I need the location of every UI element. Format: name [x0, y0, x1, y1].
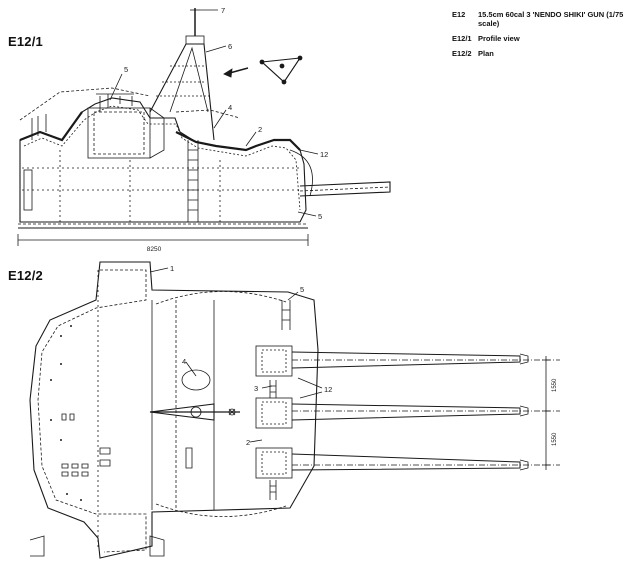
callout-plan: 3: [254, 384, 258, 393]
legend-code: E12/2: [452, 49, 472, 58]
callout-profile: 5: [124, 65, 128, 74]
legend-code: E12: [452, 10, 466, 19]
callout-profile: 6: [228, 42, 232, 51]
callout-profile: 7: [221, 6, 225, 15]
legend-row: E12/2 Plan: [452, 49, 637, 58]
legend-text: 15.5cm 60cal 3 'NENDO SHIKI' GUN (1/75 s…: [478, 10, 624, 28]
callout-plan: 1: [170, 264, 174, 273]
callout-profile: 2: [258, 125, 262, 134]
legend-code: E12/1: [452, 34, 472, 43]
legend: E12 15.5cm 60cal 3 'NENDO SHIKI' GUN (1/…: [452, 10, 637, 64]
plan-view: [29, 261, 560, 559]
callout-plan: 2: [246, 438, 250, 447]
callout-profile: 4: [228, 103, 232, 112]
figure-label-profile: E12/1: [8, 34, 43, 49]
hatch-grid: [61, 413, 193, 477]
callout-plan: 12: [324, 385, 332, 394]
legend-row: E12/1 Profile view: [452, 34, 637, 43]
profile-view: [17, 8, 391, 246]
callout-profile: 12: [320, 150, 328, 159]
dimension-label: 8250: [147, 246, 162, 253]
legend-text: Profile view: [478, 34, 520, 43]
legend-row: E12 15.5cm 60cal 3 'NENDO SHIKI' GUN (1/…: [452, 10, 637, 28]
figure-label-plan: E12/2: [8, 268, 43, 283]
callout-profile: 5: [318, 212, 322, 221]
callout-plan: 5: [300, 285, 304, 294]
callout-plan: 4: [182, 357, 186, 366]
dimension-label: 1550: [552, 378, 558, 392]
dimension-label: 1550: [552, 432, 558, 446]
legend-text: Plan: [478, 49, 494, 58]
